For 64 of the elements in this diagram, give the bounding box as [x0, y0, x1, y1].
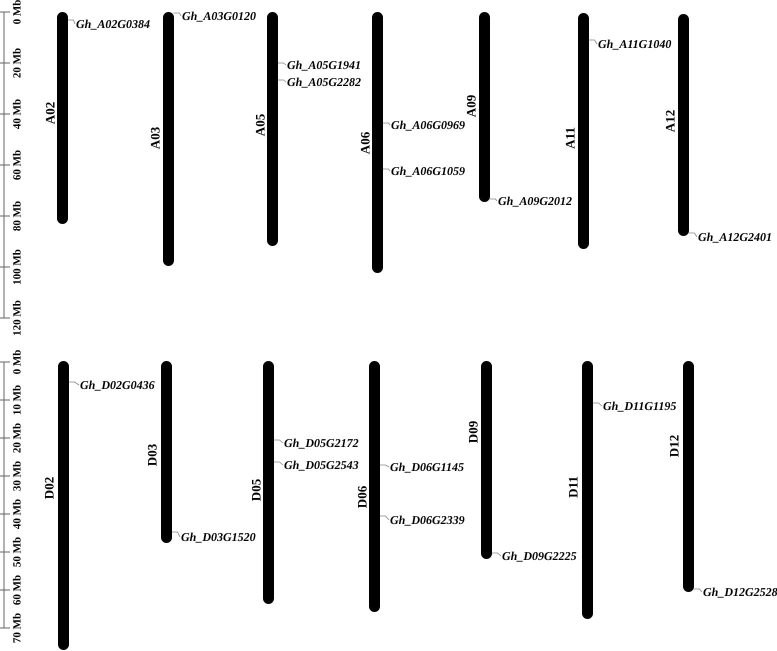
leader-line: [67, 20, 76, 24]
chromosome-label: D03: [146, 444, 158, 466]
gene-label: Gh_D05G2543: [284, 459, 359, 471]
scale-label: 60 Mb: [12, 574, 24, 606]
chromosome-label: A12: [664, 110, 676, 132]
gene-label: Gh_A03G0120: [182, 10, 256, 22]
leader-line: [693, 588, 702, 592]
leader-line: [273, 462, 284, 466]
gene-label: Gh_D03G1520: [181, 531, 256, 543]
scale-label: 40 Mb: [12, 98, 24, 130]
chromosome-label: D12: [668, 434, 680, 458]
chromosome-label: D05: [250, 478, 262, 502]
scale-label: 0 Mb: [12, 0, 24, 24]
scale-label: 50 Mb: [12, 536, 24, 568]
chromosome-label: D09: [466, 420, 480, 444]
gene-label: Gh_A02G0384: [76, 18, 150, 30]
chromosome-label: D02: [42, 476, 56, 500]
scale-label: 80 Mb: [12, 200, 24, 232]
chromosome-label: A06: [358, 132, 372, 154]
scale-label: 20 Mb: [12, 48, 24, 78]
gene-label: Gh_D09G2225: [502, 550, 577, 562]
scale-label: 40 Mb: [12, 498, 24, 530]
leader-line: [489, 198, 498, 202]
leader-line: [379, 464, 390, 468]
gene-label: Gh_A06G1059: [391, 165, 466, 177]
chromosome-label: A03: [148, 126, 162, 150]
leader-line: [173, 12, 182, 16]
leader-line: [277, 80, 286, 82]
scale-label: 120 Mb: [12, 300, 24, 336]
scale-label: 30 Mb: [12, 460, 24, 492]
leader-line: [688, 232, 698, 238]
scale-label: 20 Mb: [12, 422, 24, 454]
gene-label: Gh_A06G0969: [391, 119, 466, 131]
gene-label: Gh_D02G0436: [80, 379, 155, 391]
leader-line: [588, 40, 598, 44]
leader-line: [273, 440, 284, 444]
gene-label: Gh_A11G1040: [598, 38, 672, 50]
gene-label: Gh_A05G2282: [287, 76, 362, 88]
scale-label: 100 Mb: [12, 249, 24, 285]
gene-label: Gh_A05G1941: [287, 59, 362, 71]
gene-label: Gh_A12G2401: [698, 231, 772, 243]
chromosome-label: D11: [566, 476, 580, 498]
scale-label: 70 Mb: [12, 612, 24, 644]
leader-line: [379, 516, 390, 520]
leader-line: [382, 168, 390, 172]
gene-label: Gh_A09G2012: [498, 195, 572, 207]
chromosome-label: A02: [44, 102, 56, 124]
chromosome-label: A05: [254, 114, 266, 136]
scale-label: 60 Mb: [12, 150, 24, 180]
chromosome-label: A11: [564, 127, 576, 149]
leader-line: [68, 382, 80, 386]
chromosome-label: D06: [356, 486, 368, 508]
chromosome-label: A09: [464, 94, 478, 118]
gene-label: Gh_D11G1195: [603, 400, 676, 412]
scale-label: 0 Mb: [12, 350, 24, 374]
scale-label: 10 Mb: [12, 384, 24, 416]
gene-label: Gh_D06G1145: [390, 461, 464, 473]
leader-line: [171, 532, 180, 538]
leader-line: [491, 552, 502, 556]
leader-line: [277, 62, 286, 66]
gene-label: Gh_D06G2339: [390, 514, 465, 526]
leader-line: [592, 402, 602, 406]
leader-line: [382, 122, 390, 126]
gene-label: Gh_D05G2172: [284, 437, 359, 449]
